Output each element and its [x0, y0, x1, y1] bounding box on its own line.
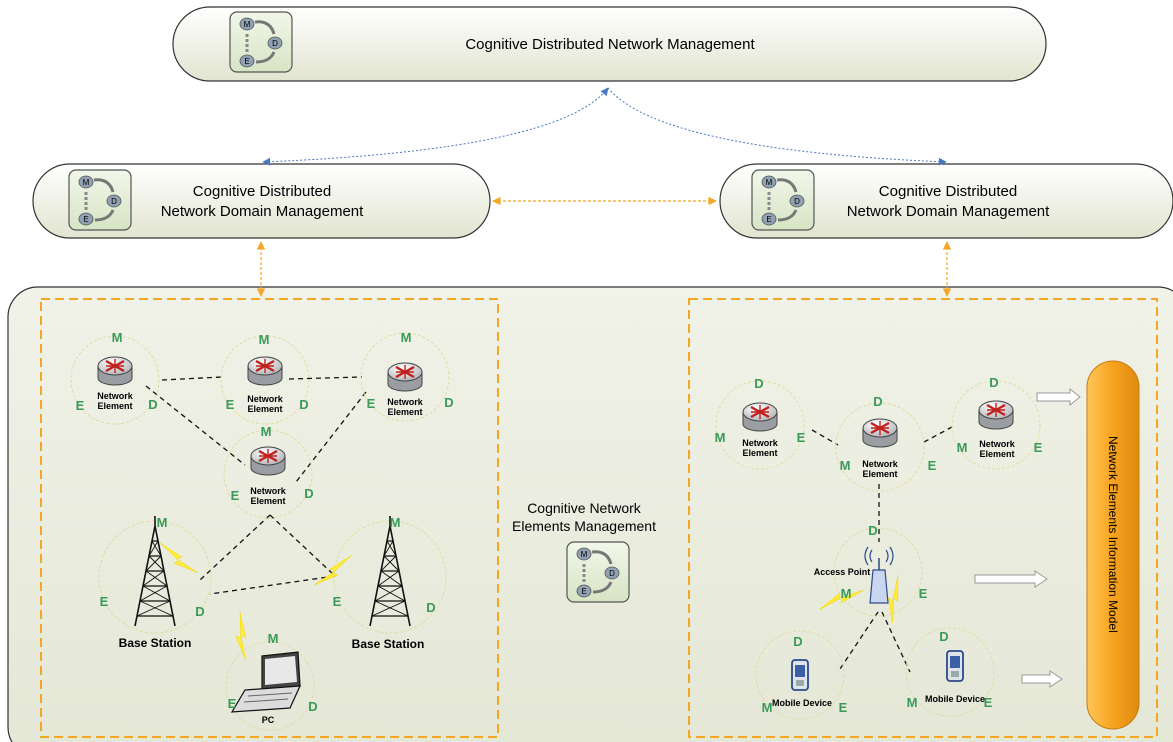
ne-label: Element — [979, 449, 1014, 459]
svg-text:E: E — [1034, 440, 1043, 455]
svg-text:E: E — [839, 700, 848, 715]
svg-text:D: D — [868, 523, 877, 538]
domain-management-left: Cognitive Distributed Network Domain Man… — [32, 163, 491, 239]
left-mde-letters: M E D M E D M E D M E D M E D M E D M E … — [76, 330, 454, 714]
svg-text:D: D — [426, 600, 435, 615]
ne-label: Element — [862, 469, 897, 479]
left-circles — [70, 332, 450, 731]
mde-cycle-icon — [228, 10, 294, 74]
info-model-label: Network Elements Information Model — [1106, 436, 1120, 633]
svg-text:D: D — [148, 397, 157, 412]
info-model-bar: Network Elements Information Model — [1086, 360, 1140, 730]
svg-text:D: D — [299, 397, 308, 412]
access-point-label: Access Point — [814, 567, 871, 577]
svg-text:D: D — [793, 634, 802, 649]
mde-cycle-icon — [565, 540, 631, 604]
left-links — [145, 376, 367, 595]
svg-text:M: M — [840, 458, 851, 473]
svg-text:D: D — [939, 629, 948, 644]
router-icon — [386, 361, 424, 393]
svg-text:E: E — [984, 695, 993, 710]
svg-text:D: D — [989, 375, 998, 390]
right-mde-letters: D M E D M E D M E D M E D M E D M E — [715, 375, 1043, 715]
svg-text:M: M — [261, 424, 272, 439]
right-circles — [715, 380, 1041, 720]
svg-text:M: M — [841, 586, 852, 601]
center-line2: Elements Management — [512, 518, 656, 534]
ne-label: Element — [97, 401, 132, 411]
svg-text:E: E — [231, 488, 240, 503]
access-point-icon — [864, 546, 894, 604]
svg-text:D: D — [754, 376, 763, 391]
svg-text:E: E — [76, 398, 85, 413]
svg-text:M: M — [112, 330, 123, 345]
svg-text:M: M — [268, 631, 279, 646]
ne-label: Network — [979, 439, 1016, 449]
svg-text:D: D — [873, 394, 882, 409]
ne-label: Element — [742, 448, 777, 458]
svg-text:D: D — [308, 699, 317, 714]
elements-panel — [7, 286, 1173, 742]
center-line1: Cognitive Network — [527, 500, 642, 516]
ne-label: Network — [862, 459, 899, 469]
ne-label: Network — [97, 391, 134, 401]
svg-text:D: D — [195, 604, 204, 619]
router-icon — [249, 445, 287, 477]
svg-text:M: M — [157, 515, 168, 530]
mobile-device-icon — [791, 659, 809, 691]
ne-label: Network — [247, 394, 284, 404]
top-title: Cognitive Distributed Network Management — [465, 36, 755, 53]
domain-left-line1: Cognitive Distributed — [193, 183, 331, 200]
mobile-device-label: Mobile Device — [772, 698, 832, 708]
svg-text:E: E — [928, 458, 937, 473]
svg-text:E: E — [797, 430, 806, 445]
ne-label: Element — [247, 404, 282, 414]
svg-text:D: D — [304, 486, 313, 501]
router-icon — [246, 355, 284, 387]
router-icon — [741, 401, 779, 433]
pc-label: PC — [262, 715, 275, 725]
svg-text:E: E — [228, 696, 237, 711]
domain-right-line2: Network Domain Management — [847, 203, 1050, 220]
mde-cycle-icon — [67, 168, 133, 232]
right-links — [811, 426, 953, 673]
mobile-device-label: Mobile Device — [925, 694, 985, 704]
ne-label: Network — [742, 438, 779, 448]
svg-text:M: M — [390, 515, 401, 530]
base-station-label: Base Station — [119, 636, 192, 650]
router-icon — [861, 417, 899, 449]
domain-management-right: Cognitive Distributed Network Domain Man… — [719, 163, 1173, 239]
svg-text:E: E — [100, 594, 109, 609]
router-icon — [977, 399, 1015, 431]
svg-text:M: M — [762, 700, 773, 715]
ne-label: Network — [387, 397, 424, 407]
svg-text:E: E — [226, 397, 235, 412]
svg-text:M: M — [907, 695, 918, 710]
svg-text:M: M — [715, 430, 726, 445]
svg-text:E: E — [919, 586, 928, 601]
info-arrows — [974, 387, 1081, 688]
svg-text:D: D — [444, 395, 453, 410]
svg-text:M: M — [259, 332, 270, 347]
ne-label: Element — [387, 407, 422, 417]
mobile-device-icon — [946, 650, 964, 682]
mde-cycle-icon — [750, 168, 816, 232]
svg-text:M: M — [957, 440, 968, 455]
svg-text:E: E — [367, 396, 376, 411]
domain-left-line2: Network Domain Management — [161, 203, 364, 220]
svg-text:E: E — [333, 594, 342, 609]
svg-text:M: M — [401, 330, 412, 345]
link-top-to-left — [262, 87, 609, 166]
ne-label: Network — [250, 486, 287, 496]
base-station-label: Base Station — [352, 637, 425, 651]
link-top-to-right — [607, 87, 947, 166]
ne-label: Element — [250, 496, 285, 506]
laptop-icon — [230, 651, 301, 713]
domain-right-line1: Cognitive Distributed — [879, 183, 1017, 200]
top-management-node: Cognitive Distributed Network Management — [172, 6, 1047, 82]
left-domain-box — [40, 298, 499, 738]
router-icon — [96, 355, 134, 387]
right-domain-box — [688, 298, 1158, 738]
